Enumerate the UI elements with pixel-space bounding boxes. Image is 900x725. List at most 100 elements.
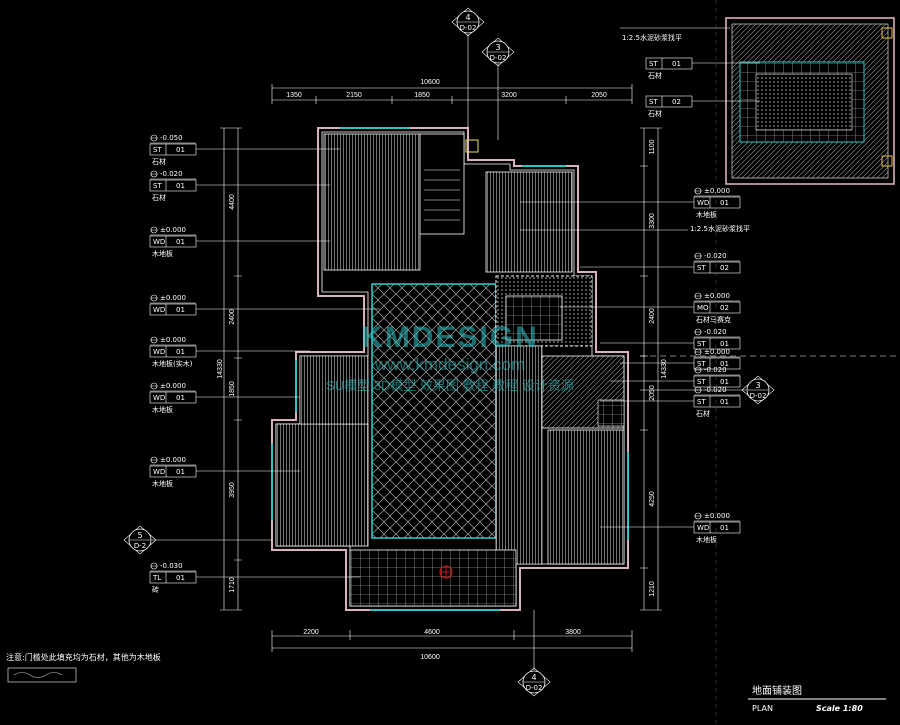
section-number: 4 (531, 673, 536, 682)
material-number: 01 (176, 306, 185, 314)
material-label: 木地板 (152, 479, 173, 488)
material-code: ST (697, 378, 706, 386)
material-label: 石材 (152, 193, 166, 202)
material-number: 01 (720, 398, 729, 406)
material-code: WD (697, 524, 709, 532)
legend-sample (7, 667, 77, 683)
dim-right-value: 2050 (649, 385, 656, 401)
dim-right-total: 14330 (661, 359, 668, 379)
section-number: 4 (465, 13, 470, 22)
dim-bottom-value: 4600 (424, 629, 440, 636)
section-ref: D-2 (134, 542, 146, 550)
inset-material-label: 石材 (648, 109, 662, 118)
material-code: ST (697, 340, 706, 348)
material-code: ST (697, 264, 706, 272)
level-value: -0.020 (704, 252, 727, 260)
watermark-tagline: SU模型 3D模型 效果图 教程 教程 设计资源 (326, 378, 574, 393)
room-stair-hall (419, 133, 479, 235)
level-value: ±0.000 (160, 294, 186, 302)
section-number: 3 (495, 43, 500, 52)
material-label: 木地板(实木) (152, 359, 193, 368)
material-code: MO (697, 304, 709, 312)
inset-mortar-label: 1:2.5水泥砂浆找平 (622, 33, 682, 42)
room-corridor (495, 345, 543, 565)
section-ref: D-02 (460, 24, 477, 32)
room-master-bedroom (547, 429, 625, 565)
material-number: 01 (176, 394, 185, 402)
level-value: ±0.000 (160, 382, 186, 390)
material-code: ST (153, 146, 162, 154)
room-bedroom-1 (323, 133, 421, 271)
level-value: ±0.000 (704, 187, 730, 195)
material-label: 砖 (152, 585, 159, 594)
material-code: ST (697, 398, 706, 406)
inset-material-code: ST (649, 60, 658, 68)
room-ensuite (541, 355, 625, 429)
dim-bottom (271, 630, 633, 652)
plan-label: PLAN (752, 704, 773, 713)
dim-right-value: 1100 (649, 139, 656, 154)
level-value: -0.020 (704, 386, 727, 394)
dim-left-total: 14330 (217, 359, 224, 379)
material-number: 01 (720, 360, 729, 368)
dim-right-value: 2400 (649, 308, 656, 324)
material-label: 石材 (152, 157, 166, 166)
level-value: ±0.000 (160, 226, 186, 234)
dim-top-value: 2150 (346, 92, 362, 99)
dim-left (220, 127, 242, 611)
material-number: 01 (720, 199, 729, 207)
watermark-url: www.kmdesign.com (374, 355, 525, 374)
section-mark: 3D-02 (640, 375, 775, 405)
level-value: ±0.000 (704, 512, 730, 520)
dim-right (640, 127, 662, 611)
material-code: WD (153, 238, 165, 246)
level-value: -0.020 (704, 366, 727, 374)
material-number: 01 (720, 340, 729, 348)
section-mark: 4D-02 (517, 610, 551, 697)
level-value: -0.050 (160, 134, 183, 142)
material-number: 01 (176, 182, 185, 190)
inset-material-number: 02 (672, 98, 681, 106)
material-code: WD (697, 199, 709, 207)
level-value: -0.020 (160, 170, 183, 178)
dim-top-total: 10600 (420, 79, 440, 86)
material-label: 木地板 (696, 210, 717, 219)
drawing-title: 地面铺装图 (752, 684, 802, 697)
material-code: WD (153, 394, 165, 402)
room-bedroom-2 (275, 355, 369, 547)
material-code: WD (153, 348, 165, 356)
material-number: 01 (176, 348, 185, 356)
dim-top (271, 84, 633, 104)
inset-material-number: 01 (672, 60, 681, 68)
material-code: ST (697, 360, 706, 368)
dim-top-value: 2050 (591, 92, 607, 99)
level-value: ±0.000 (160, 336, 186, 344)
material-label: 木地板 (696, 535, 717, 544)
material-number: 01 (176, 574, 185, 582)
dim-left-value: 1710 (229, 577, 236, 593)
section-ref: D-02 (526, 684, 543, 692)
dim-left-value: 2400 (229, 309, 236, 325)
drawing-note: 注意:门槛处此填充均为石材，其他为木地板 (6, 652, 161, 662)
section-mark: 5D-2 (123, 525, 272, 555)
dim-top-value: 1850 (414, 92, 430, 99)
material-number: 01 (176, 468, 185, 476)
